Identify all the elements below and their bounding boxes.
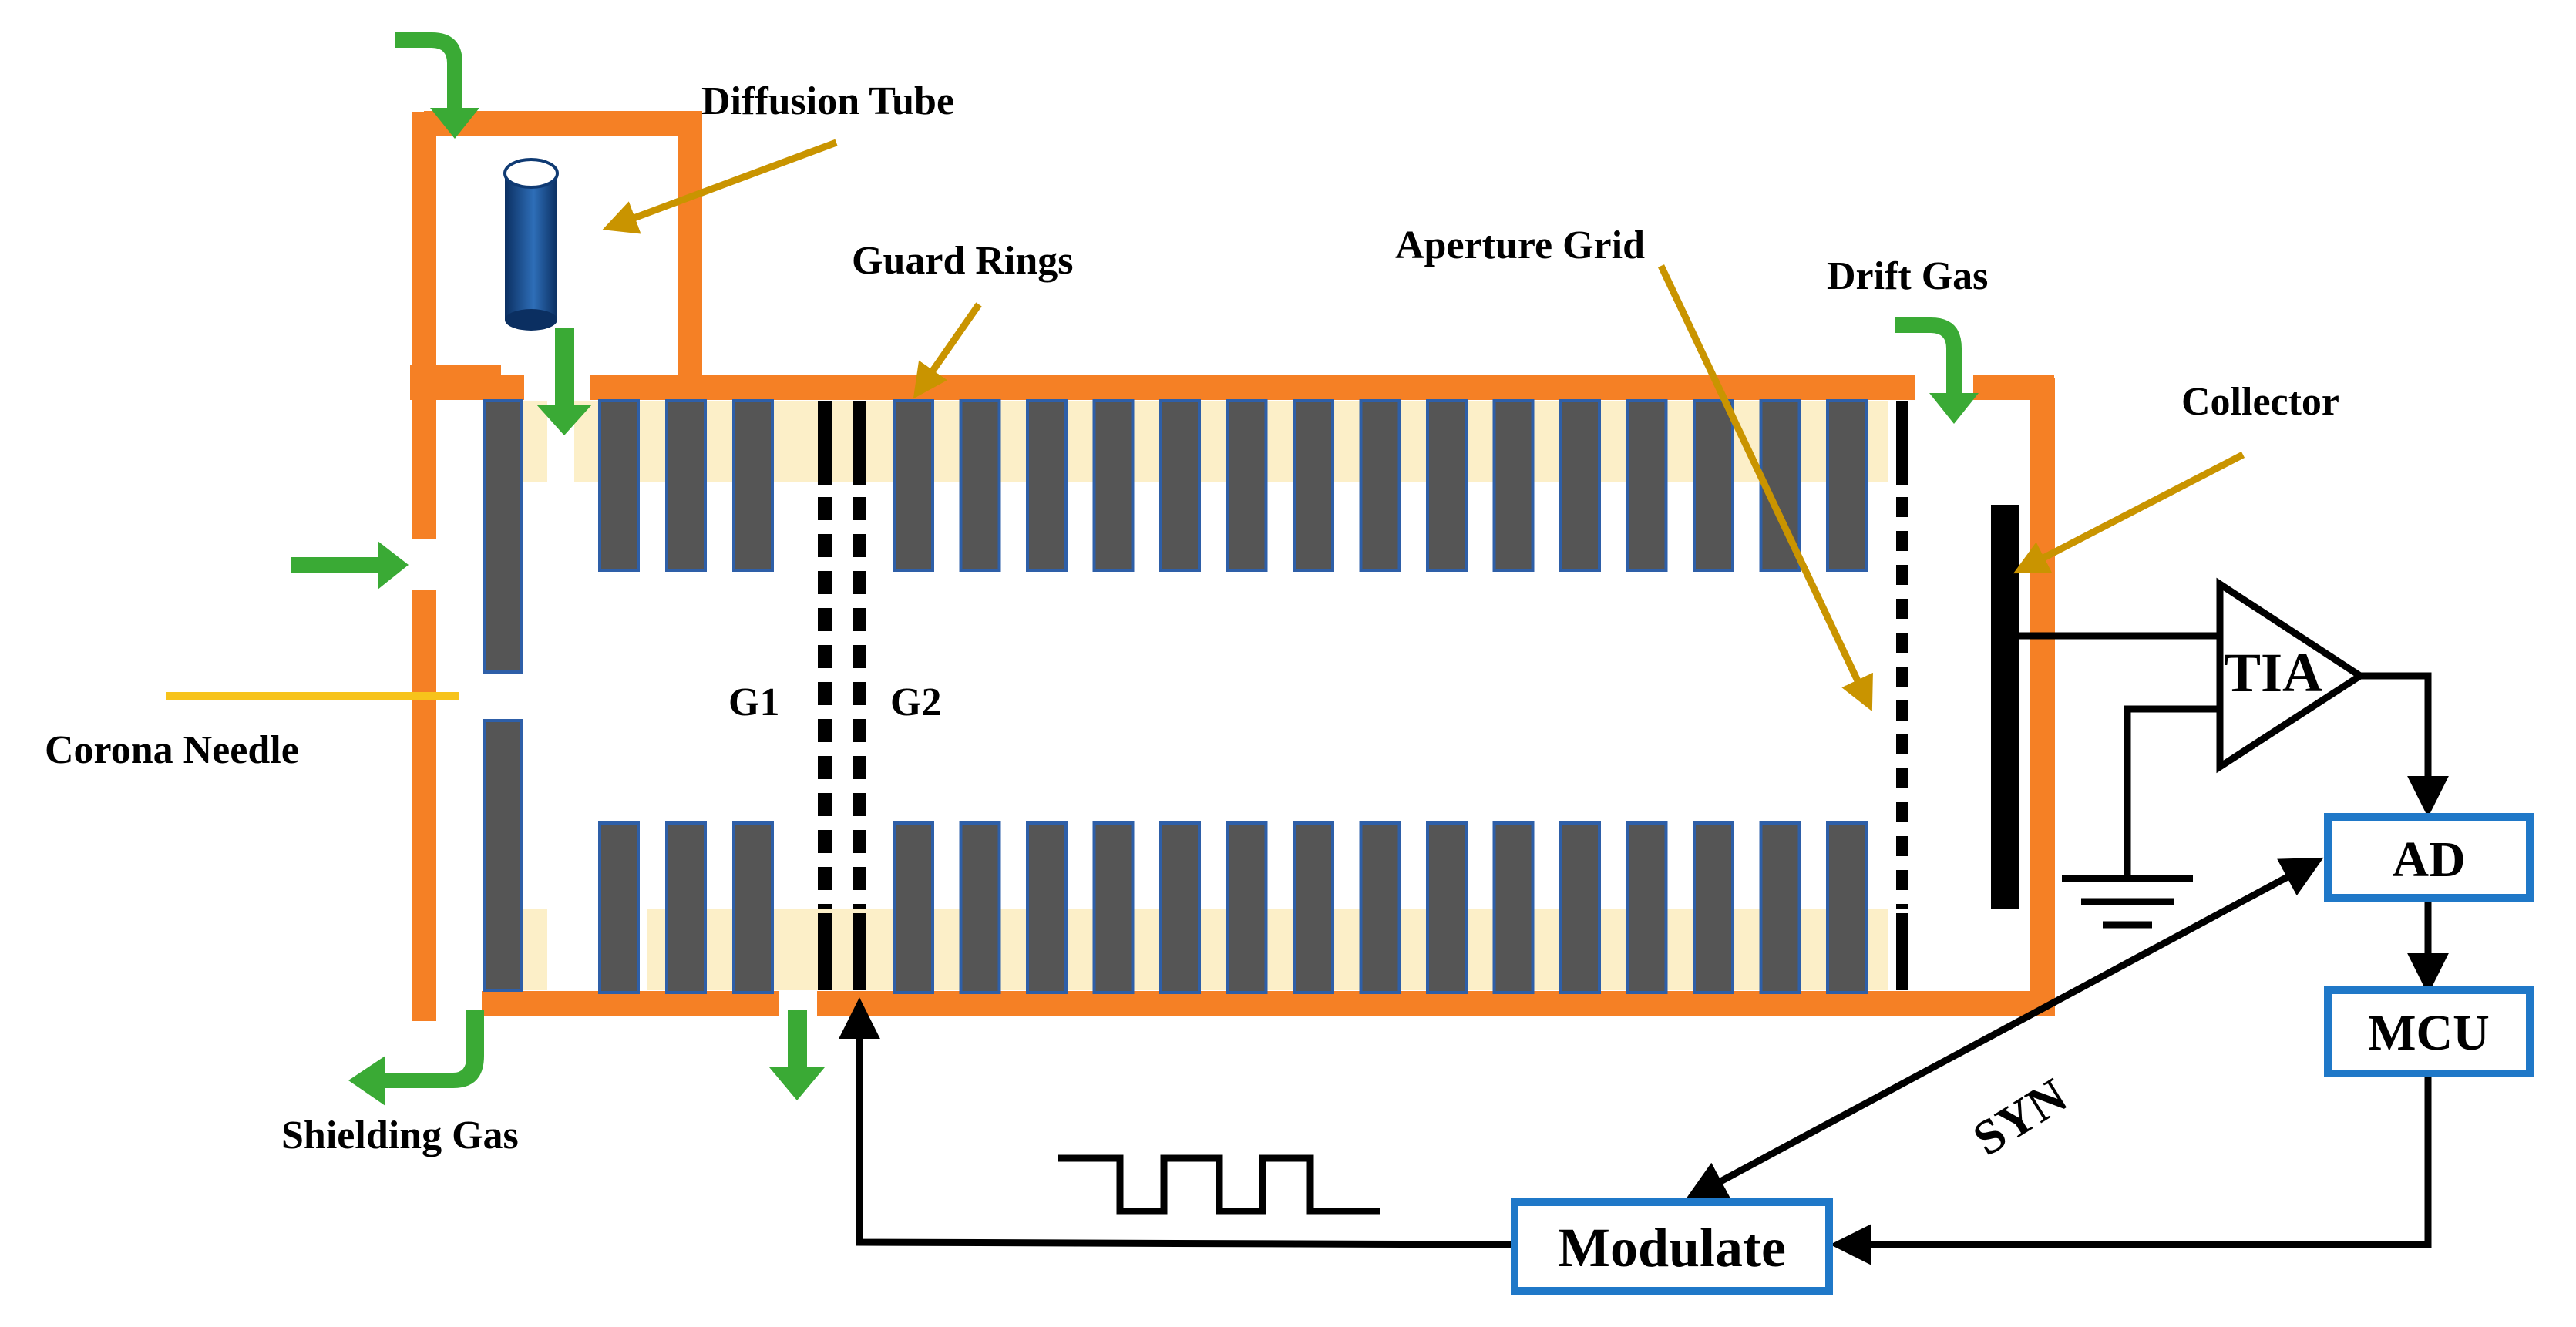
tia-amplifier — [2216, 577, 2367, 774]
modulate-block — [1511, 1198, 1833, 1295]
inlet-arrow-icon — [395, 32, 479, 139]
guard-ring-top — [1359, 399, 1401, 572]
guard-ring-top — [1226, 399, 1268, 572]
guard-ring-bottom — [1226, 821, 1268, 994]
label-aperture-grid: Aperture Grid — [1395, 223, 1645, 267]
guard-ring-top — [1092, 399, 1135, 572]
guard-ring-top — [1492, 399, 1535, 572]
drift-gas-arrow-icon — [1895, 317, 1979, 424]
guard-ring-bottom — [1626, 821, 1668, 994]
guard-ring-bottom — [1693, 821, 1734, 994]
collector-plate — [1991, 505, 2019, 909]
guard-ring-bottom — [1092, 821, 1135, 994]
gate-grids — [818, 401, 1908, 990]
entrance-ring-lower — [483, 719, 523, 992]
guard-ring-top — [1559, 399, 1601, 572]
guard-ring-top — [1826, 399, 1868, 572]
entrance-ring-upper — [483, 399, 523, 674]
guard-rings — [483, 399, 1868, 994]
modulate-to-gate-wire — [839, 997, 1515, 1248]
gas-flow-arrows — [291, 32, 1979, 1106]
diffusion-box — [424, 111, 702, 378]
label-syn: SYN — [1963, 1067, 2076, 1166]
guard-ring-bottom — [959, 821, 1001, 994]
label-g1: G1 — [728, 680, 779, 724]
electronics — [839, 577, 2449, 1265]
ad-label: AD — [2392, 831, 2465, 888]
tia-label: TIA — [2224, 642, 2322, 704]
modulate-label: Modulate — [1558, 1217, 1786, 1278]
syn-wire — [1684, 857, 2324, 1201]
guard-ring-bottom — [1159, 821, 1201, 994]
guard-ring-bottom — [665, 821, 707, 994]
guard-ring-top — [1293, 399, 1334, 572]
pointer-aperture-grid — [1657, 264, 1873, 712]
guard-ring-bottom — [1026, 821, 1068, 994]
guard-ring-bottom — [1759, 821, 1801, 994]
pointer-guard-rings — [913, 302, 982, 399]
guard-ring-top — [1626, 399, 1668, 572]
label-g2: G2 — [890, 680, 941, 724]
label-pointers — [602, 139, 2245, 712]
guard-ring-bottom — [1492, 821, 1535, 994]
shielding-gas-arrow-icon — [348, 1010, 484, 1106]
guard-ring-top — [665, 399, 707, 572]
guard-ring-bottom — [1426, 821, 1468, 994]
control-blocks — [1511, 813, 2534, 1295]
diffusion-tube-cylinder — [503, 158, 559, 331]
label-diffusion-tube: Diffusion Tube — [701, 79, 954, 123]
diffusion-down-arrow-icon — [536, 328, 592, 435]
label-guard-rings: Guard Rings — [852, 239, 1074, 283]
pointer-collector — [2013, 452, 2245, 574]
guard-ring-top — [732, 399, 774, 572]
square-wave-icon — [1058, 1154, 1380, 1215]
pointer-diffusion-tube — [602, 139, 838, 234]
guard-ring-bottom — [598, 821, 640, 994]
label-corona-needle: Corona Needle — [45, 728, 299, 772]
mcu-to-modulate-wire — [1830, 1073, 2432, 1265]
guard-ring-top — [598, 399, 640, 572]
guard-ring-bottom — [893, 821, 934, 994]
guard-ring-top — [1693, 399, 1734, 572]
label-collector: Collector — [2181, 380, 2339, 424]
guard-ring-bottom — [1359, 821, 1401, 994]
guard-ring-top — [959, 399, 1001, 572]
label-drift-gas: Drift Gas — [1827, 254, 1988, 298]
guard-ring-top — [1426, 399, 1468, 572]
tia-to-ad-wire — [2360, 672, 2449, 818]
mcu-block — [2324, 986, 2534, 1077]
label-shielding-gas: Shielding Gas — [281, 1114, 519, 1157]
tia-ground-wire — [2124, 705, 2220, 879]
mcu-label: MCU — [2368, 1005, 2490, 1061]
guard-ring-top — [1026, 399, 1068, 572]
guard-ring-bottom — [732, 821, 774, 994]
guard-ring-bottom — [1559, 821, 1601, 994]
exhaust-down-arrow-icon — [769, 1010, 825, 1100]
guard-ring-top — [1159, 399, 1201, 572]
guard-ring-top — [893, 399, 934, 572]
guard-ring-bottom — [1293, 821, 1334, 994]
ad-block — [2324, 813, 2534, 902]
left-inlet-arrow-icon — [291, 541, 409, 590]
guard-ring-bottom — [1826, 821, 1868, 994]
